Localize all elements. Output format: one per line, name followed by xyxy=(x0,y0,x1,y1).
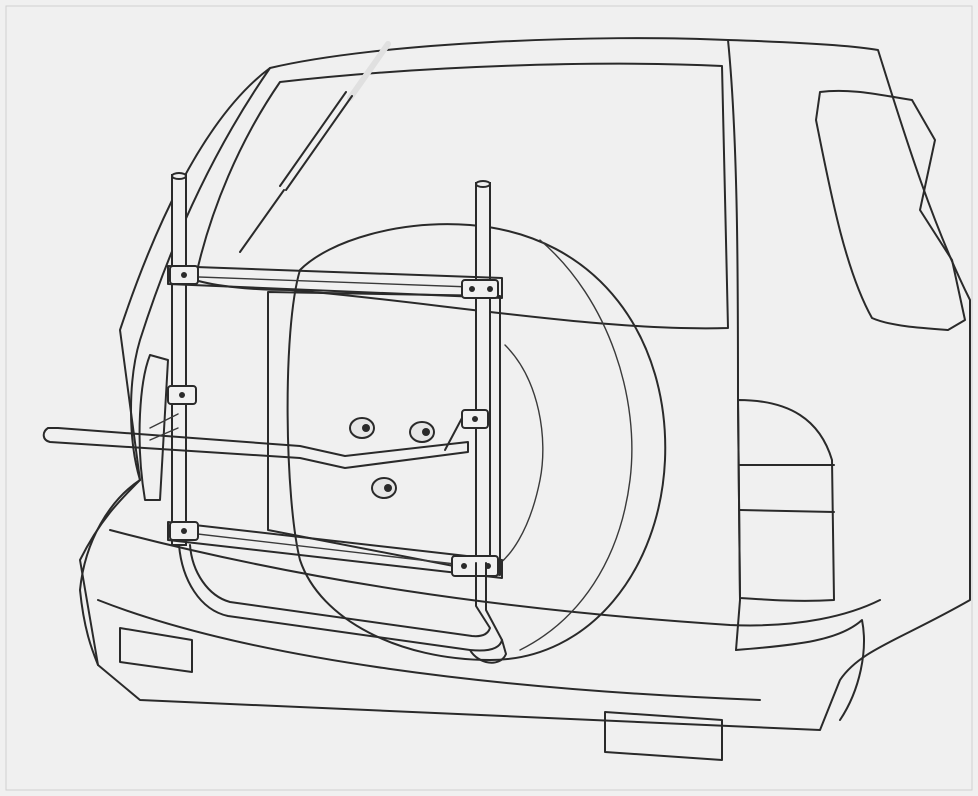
clamp-mid-left xyxy=(167,385,197,405)
bottom-crossbar xyxy=(167,521,503,579)
bumper-curve-left xyxy=(79,479,141,666)
hatch-seam-right xyxy=(727,39,741,651)
left-tail-lamp xyxy=(138,354,169,501)
left-post xyxy=(171,172,187,546)
support-arm xyxy=(42,413,469,469)
clamp-bottom-left xyxy=(169,521,199,541)
vehicle-body xyxy=(79,37,971,731)
rear-window xyxy=(194,62,729,330)
gas-strut xyxy=(239,41,391,253)
clamp-top-left xyxy=(169,265,199,285)
plate-bolt xyxy=(371,477,397,499)
clamp-mid-right xyxy=(461,409,489,429)
bumper-top-line xyxy=(109,529,881,627)
reflector-left xyxy=(119,627,193,673)
diagonal-brace xyxy=(444,417,463,451)
right-post xyxy=(475,180,491,564)
bumper-lower-line xyxy=(97,599,761,701)
clamp-top-right xyxy=(461,279,499,299)
side-window xyxy=(815,89,966,331)
spare-tyre xyxy=(286,223,667,661)
plate-bolt xyxy=(409,421,435,443)
lower-hoop xyxy=(178,544,507,664)
plate-bolt xyxy=(349,417,375,439)
bumper-right-step xyxy=(735,619,865,721)
left-pillar xyxy=(130,67,271,481)
reflector-right xyxy=(604,711,723,761)
carrier-frame xyxy=(42,172,507,664)
body-outline xyxy=(79,37,971,731)
tail-lamp xyxy=(737,399,835,602)
top-crossbar xyxy=(167,265,503,299)
